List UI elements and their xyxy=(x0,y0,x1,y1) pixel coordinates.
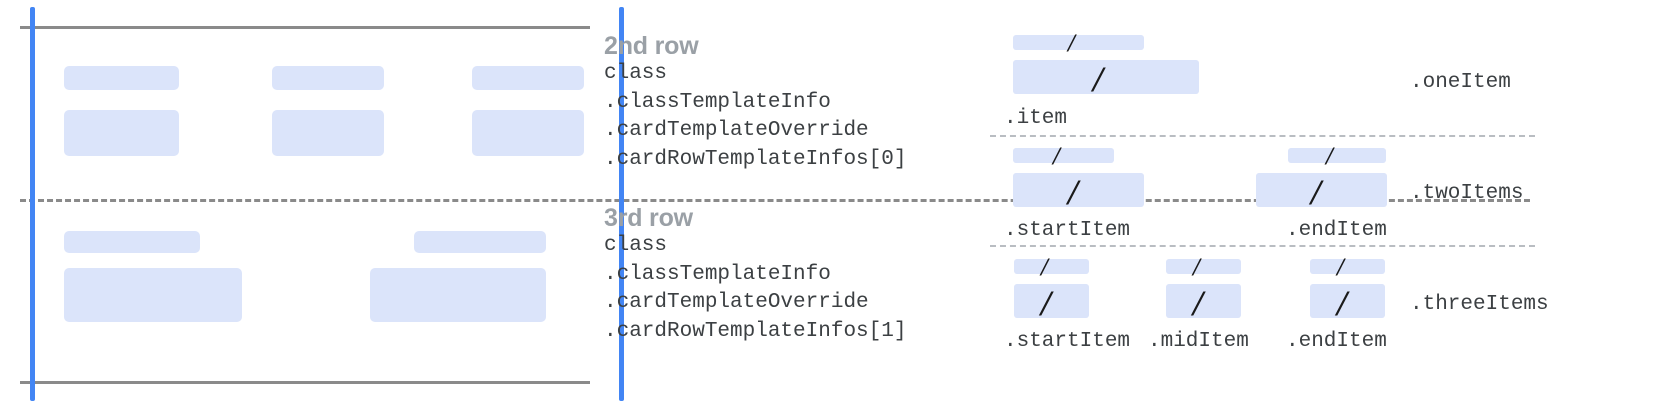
item-caption: .endItem xyxy=(1286,330,1387,353)
slash-mark: / xyxy=(1337,254,1344,281)
content-bar xyxy=(370,268,546,322)
label-bar xyxy=(472,66,584,90)
label-bar xyxy=(64,66,179,90)
item-content-bar xyxy=(1013,173,1144,207)
content-bar xyxy=(64,268,242,322)
slash-mark: / xyxy=(1068,30,1075,57)
code-line: .classTemplateInfo xyxy=(604,262,831,286)
row-title: 2nd row xyxy=(604,32,699,60)
slash-mark: / xyxy=(1193,283,1204,323)
item-content-bar xyxy=(1013,60,1199,94)
item-caption: .endItem xyxy=(1286,219,1387,242)
code-line: .classTemplateInfo xyxy=(604,90,831,114)
code-line: class xyxy=(604,62,668,85)
item-content-bar xyxy=(1166,284,1241,318)
row-title: 3rd row xyxy=(604,204,693,232)
item-caption: .startItem xyxy=(1004,219,1131,242)
slash-mark: / xyxy=(1337,283,1348,323)
item-caption: .midItem xyxy=(1148,330,1249,353)
item-caption: .startItem xyxy=(1004,330,1131,353)
content-bar xyxy=(64,110,179,156)
item-caption: .item xyxy=(1004,107,1068,130)
item-content-bar xyxy=(1310,284,1385,318)
code-line: .cardRowTemplateInfos[1] xyxy=(604,319,907,343)
code-line: .cardRowTemplateInfos[0] xyxy=(604,147,907,171)
slash-mark: / xyxy=(1068,172,1079,212)
code-line: .cardTemplateOverride xyxy=(604,119,869,142)
row-divider-dashed xyxy=(20,199,1530,202)
code-line: .cardTemplateOverride xyxy=(604,291,869,314)
item-label-bar xyxy=(1288,148,1386,163)
item-label-bar xyxy=(1013,148,1114,163)
right-margin-guide xyxy=(619,7,624,401)
card-bottom-rule xyxy=(20,381,590,384)
example-row-label: .twoItems xyxy=(1410,182,1524,205)
example-divider-dotted xyxy=(990,135,1535,137)
example-divider-dotted xyxy=(990,245,1535,247)
code-line: class xyxy=(604,234,668,257)
label-bar xyxy=(414,231,546,253)
slash-mark: / xyxy=(1041,254,1048,281)
example-row-label: .oneItem xyxy=(1410,71,1511,94)
example-row-label: .threeItems xyxy=(1410,293,1549,316)
slash-mark: / xyxy=(1053,143,1060,170)
card-top-rule xyxy=(20,26,590,29)
content-bar xyxy=(472,110,584,156)
row-description-3: 3rd row class .classTemplateInfo .cardTe… xyxy=(604,204,906,346)
item-content-bar xyxy=(1014,284,1089,318)
slash-mark: / xyxy=(1193,254,1200,281)
item-label-bar xyxy=(1310,259,1385,274)
slash-mark: / xyxy=(1041,283,1052,323)
item-label-bar xyxy=(1166,259,1241,274)
slash-mark: / xyxy=(1093,59,1104,99)
slash-mark: / xyxy=(1326,143,1333,170)
item-content-bar xyxy=(1256,173,1387,207)
item-label-bar xyxy=(1014,259,1089,274)
content-bar xyxy=(272,110,384,156)
item-label-bar xyxy=(1013,35,1144,50)
slash-mark: / xyxy=(1311,172,1322,212)
label-bar xyxy=(272,66,384,90)
row-description-2: 2nd row class .classTemplateInfo .cardTe… xyxy=(604,32,906,174)
label-bar xyxy=(64,231,200,253)
left-margin-guide xyxy=(30,7,35,401)
